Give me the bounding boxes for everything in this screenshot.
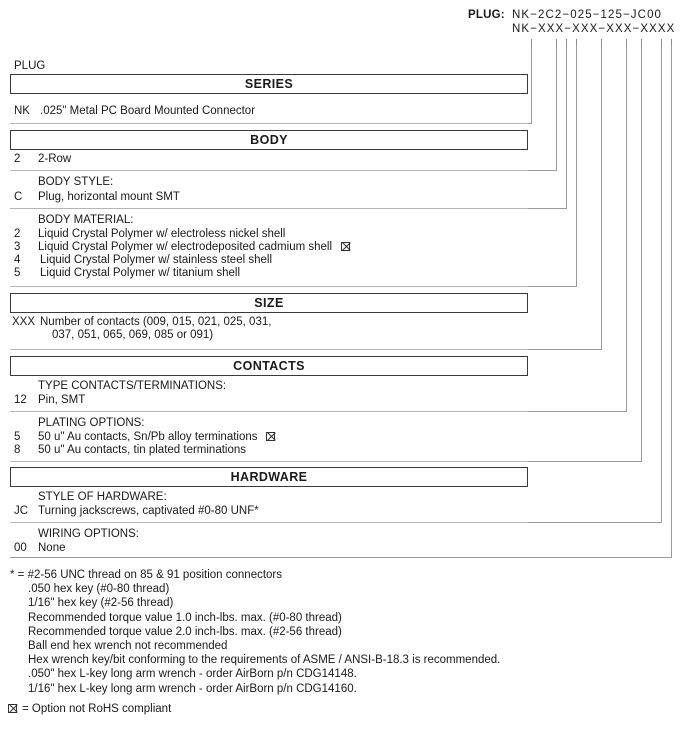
leader-elbow-contacts-type (528, 411, 627, 412)
leader-elbow-body-material (528, 286, 577, 287)
part-number-example-row: PLUG: NK−2C2−025−125−JC00 (468, 8, 692, 22)
section-title-series: SERIES (10, 74, 528, 94)
divider (10, 286, 528, 287)
footnote-line: Ball end hex wrench not recommended (28, 640, 228, 653)
rohs-legend: = Option not RoHS compliant (8, 703, 171, 715)
leader-elbow-series (528, 123, 532, 124)
rohs-legend-text: = Option not RoHS compliant (22, 703, 172, 715)
row-desc: 50 u" Au contacts, tin plated terminatio… (38, 444, 247, 456)
row-desc: Liquid Crystal Polymer w/ stainless stee… (40, 254, 273, 266)
leader-line-body-style (566, 46, 567, 208)
divider (10, 170, 528, 171)
leader-line-contacts-plating (641, 46, 642, 461)
row-code: 3 (14, 241, 21, 253)
leader-tick-wiring (671, 39, 672, 46)
leader-elbow-contacts-plating (528, 461, 642, 462)
row-desc: Number of contacts (009, 015, 021, 025, … (40, 316, 272, 328)
leader-tick-hardware-style (661, 39, 662, 46)
divider (10, 349, 528, 350)
divider (10, 461, 528, 462)
row-code: 8 (14, 444, 21, 456)
footnote-line: * = #2-56 UNC thread on 85 & 91 position… (10, 569, 283, 581)
leader-elbow-body (528, 170, 557, 171)
leader-elbow-wiring (10, 557, 672, 558)
leader-tick-size (601, 39, 602, 46)
divider (10, 208, 528, 209)
leader-elbow-hardware-style (528, 522, 662, 523)
row-code: NK (14, 105, 30, 117)
row-desc: Turning jackscrews, captivated #0-80 UNF… (38, 505, 259, 517)
leader-line-wiring (671, 46, 672, 557)
row-code: JC (14, 505, 29, 517)
group-label-style-of-hardware: STYLE OF HARDWARE: (38, 491, 167, 503)
group-label-type-contacts: TYPE CONTACTS/TERMINATIONS: (38, 380, 227, 392)
group-label-body-style: BODY STYLE: (38, 176, 114, 188)
row-desc: None (38, 542, 66, 554)
row-code: XXX (12, 316, 36, 328)
leader-tick-body-style (566, 39, 567, 46)
rohs-noncompliant-icon (341, 242, 351, 251)
group-label-body-material: BODY MATERIAL: (38, 214, 134, 226)
rohs-noncompliant-icon (8, 704, 17, 713)
leader-tick-contacts-type (626, 39, 627, 46)
leader-tick-body-material (576, 39, 577, 46)
divider (10, 522, 528, 523)
footnote-line: 1/16" hex L-key long arm wrench - order … (28, 682, 357, 695)
row-desc: Liquid Crystal Polymer w/ titanium shell (40, 267, 241, 279)
leader-line-series (531, 46, 532, 123)
footnote-line: .050 hex key (#0-80 thread) (28, 583, 170, 596)
leader-tick-series (531, 39, 532, 46)
footnote-line: .050" hex L-key long arm wrench - order … (28, 668, 357, 681)
row-code: 2 (14, 228, 21, 240)
leader-elbow-size (528, 349, 602, 350)
footnote-line: Hex wrench key/bit conforming to the req… (28, 654, 501, 667)
row-desc: Plug, horizontal mount SMT (38, 191, 180, 203)
leader-line-size (601, 46, 602, 349)
leader-elbow-body-style (528, 208, 567, 209)
divider (10, 411, 528, 412)
divider (10, 123, 528, 124)
leader-tick-contacts-plate (641, 39, 642, 46)
row-desc-text: Liquid Crystal Polymer w/ electrodeposit… (38, 241, 333, 253)
part-number-label: PLUG: (468, 9, 505, 21)
leader-line-body (556, 46, 557, 170)
section-title-size: SIZE (10, 293, 528, 313)
leader-line-contacts-type (626, 46, 627, 411)
row-desc: Liquid Crystal Polymer w/ electrodeposit… (38, 241, 351, 254)
footnote-line: 1/16" hex key (#2-56 thread) (28, 597, 174, 610)
footnote-line: Recommended torque value 2.0 inch-lbs. m… (28, 625, 342, 638)
group-label-wiring-options: WIRING OPTIONS: (38, 528, 139, 540)
row-code: 4 (14, 254, 21, 266)
row-desc: Pin, SMT (38, 394, 86, 406)
footnote-line: Recommended torque value 1.0 inch-lbs. m… (28, 611, 342, 624)
row-desc: 2-Row (38, 153, 72, 165)
row-desc: 50 u" Au contacts, Sn/Pb alloy terminati… (38, 431, 275, 444)
section-title-contacts: CONTACTS (10, 356, 528, 376)
row-code: 5 (14, 431, 21, 443)
row-code: 12 (14, 394, 27, 406)
section-title-body: BODY (10, 130, 528, 150)
section-title-hardware: HARDWARE (10, 467, 528, 487)
part-number-template-row: NK−XXX−XXX−XXX−XXXX (468, 22, 692, 36)
rohs-noncompliant-icon (265, 432, 275, 441)
row-code: 00 (14, 542, 27, 554)
row-desc-text: 50 u" Au contacts, Sn/Pb alloy terminati… (38, 431, 258, 443)
part-number-template: NK−XXX−XXX−XXX−XXXX (512, 23, 676, 35)
leader-line-hardware-style (661, 46, 662, 522)
footnotes-block: * = #2-56 UNC thread on 85 & 91 position… (10, 568, 500, 696)
row-code: 2 (14, 153, 21, 165)
row-code: C (14, 191, 23, 203)
leader-line-body-material (576, 46, 577, 286)
leader-tick-body-row (556, 39, 557, 46)
row-code: 5 (14, 267, 21, 279)
plug-caption: PLUG (14, 60, 46, 72)
row-desc: 037, 051, 065, 069, 085 or 091) (52, 329, 214, 341)
row-desc: Liquid Crystal Polymer w/ electroless ni… (38, 228, 286, 240)
part-number-block: PLUG: NK−2C2−025−125−JC00 NK−XXX−XXX−XXX−… (468, 8, 692, 36)
row-desc: .025" Metal PC Board Mounted Connector (40, 105, 256, 117)
group-label-plating-options: PLATING OPTIONS: (38, 417, 145, 429)
part-number-example: NK−2C2−025−125−JC00 (512, 9, 663, 21)
